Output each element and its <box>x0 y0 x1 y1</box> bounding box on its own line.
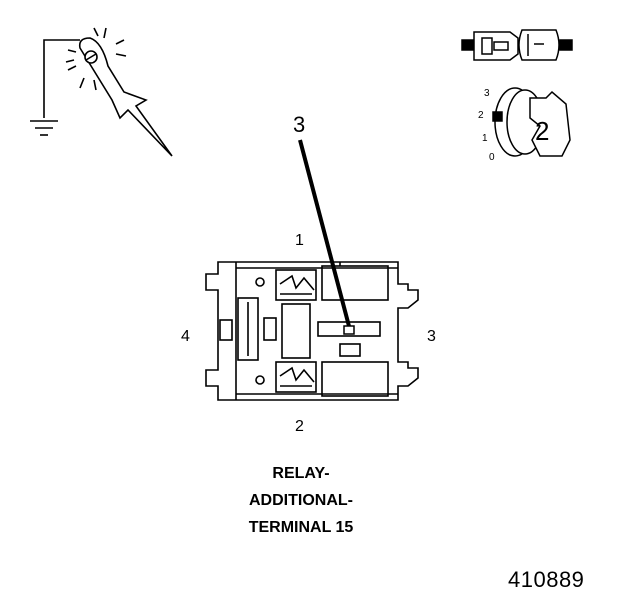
dial-position-2: 2 <box>478 110 484 121</box>
callout-leader-line <box>298 139 355 335</box>
relay-housing <box>205 261 419 401</box>
pin-label-left: 4 <box>181 328 190 345</box>
test-lamp-icon <box>30 27 173 157</box>
callout-number: 3 <box>293 112 306 137</box>
pin-label-bottom: 2 <box>295 418 304 435</box>
ignition-switch-icon <box>492 87 571 157</box>
pin-label-right: 3 <box>427 328 436 345</box>
caption-line-3: TERMINAL 15 <box>248 519 354 536</box>
pin-label-top: 1 <box>295 232 304 249</box>
caption-line-2: ADDITIONAL- <box>249 492 353 509</box>
dial-position-3: 3 <box>484 88 490 99</box>
key-position-label: 2 <box>535 116 550 146</box>
connector-icon <box>461 29 573 61</box>
dial-position-1: 1 <box>482 133 488 144</box>
figure-number: 410889 <box>508 567 585 592</box>
dial-position-0: 0 <box>489 152 495 163</box>
component-caption: RELAY- ADDITIONAL- TERMINAL 15 <box>201 460 401 541</box>
caption-line-1: RELAY- <box>272 465 330 482</box>
